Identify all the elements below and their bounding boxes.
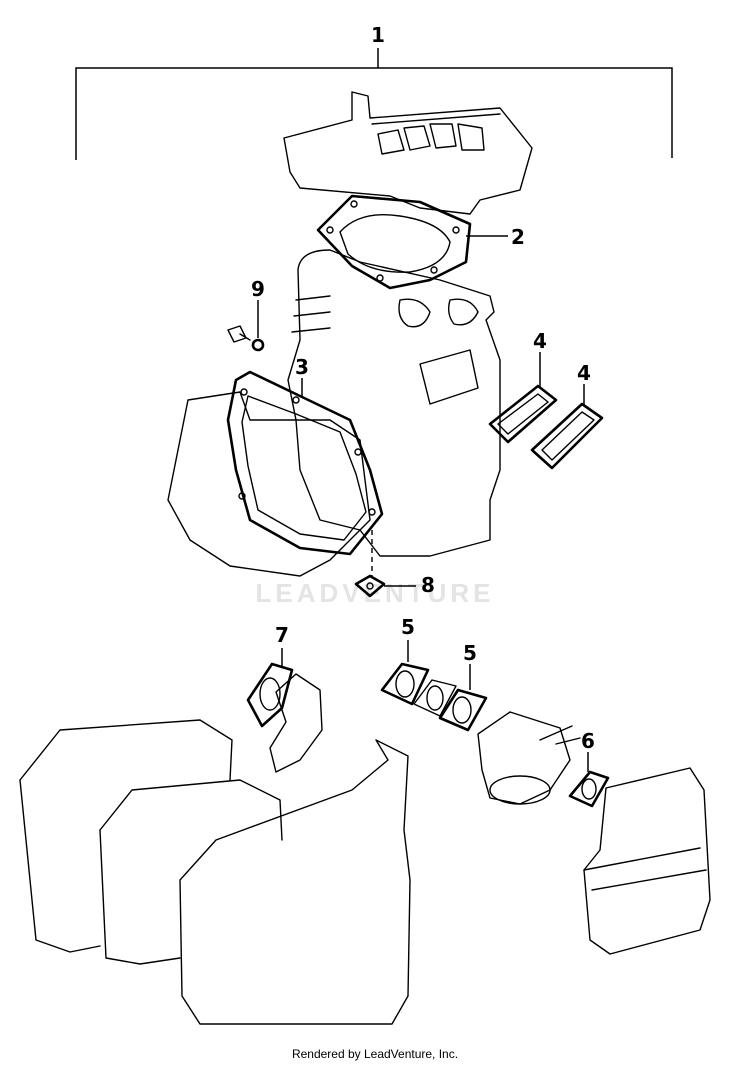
head-gasket <box>316 194 508 290</box>
callout-9: 9 <box>251 277 265 301</box>
breather-gasket <box>354 574 416 598</box>
carburetor-gasket-b <box>438 664 488 732</box>
cylinder-head-outline <box>283 91 533 215</box>
muffler-outline <box>19 673 411 1025</box>
callout-1: 1 <box>371 23 385 47</box>
callout-8: 8 <box>421 573 435 597</box>
callout-3: 3 <box>295 355 309 379</box>
carburetor-gasket-a <box>380 640 430 706</box>
callout-7: 7 <box>275 623 289 647</box>
valve-cover-gasket-a <box>488 352 558 444</box>
carburetor-outline <box>477 711 581 805</box>
footer-credit: Rendered by LeadVenture, Inc. <box>291 1047 459 1061</box>
callout-4b: 4 <box>577 361 591 385</box>
valve-cover-gasket-b <box>530 384 604 470</box>
bolt-and-washer <box>227 300 265 352</box>
callout-4a: 4 <box>533 329 547 353</box>
cylinder-block-outline <box>167 249 501 577</box>
air-filter-gasket <box>568 752 610 808</box>
crankcase-gasket <box>226 370 384 576</box>
air-filter-box-outline <box>583 767 711 955</box>
callout-5b: 5 <box>463 641 477 665</box>
gasket-kit-bracket <box>75 48 673 160</box>
carburetor-spacer <box>413 679 457 717</box>
exhaust-gasket <box>246 648 294 728</box>
callout-5a: 5 <box>401 615 415 639</box>
callout-2: 2 <box>511 225 525 249</box>
callout-6: 6 <box>581 729 595 753</box>
